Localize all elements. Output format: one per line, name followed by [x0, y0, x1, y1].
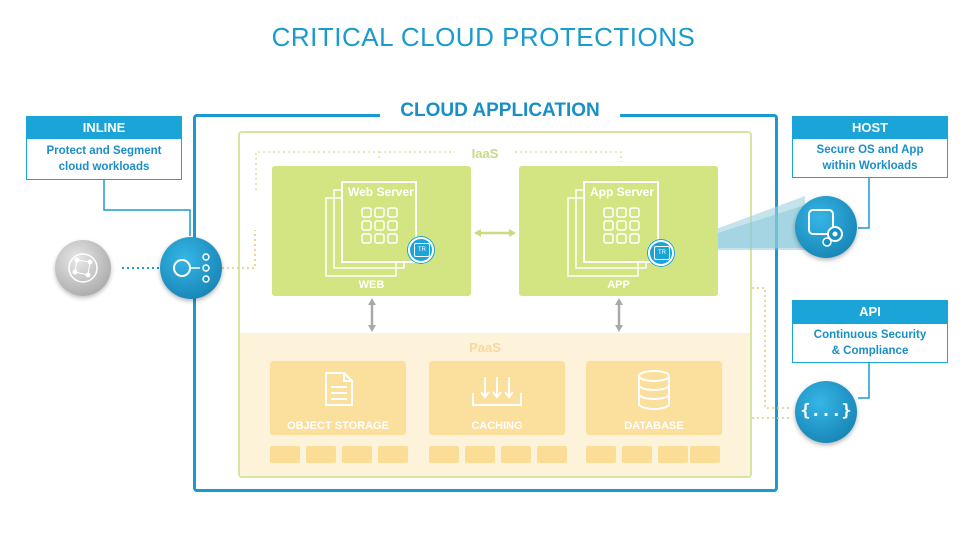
app-server-stack-icon [567, 181, 659, 277]
paas-slot [537, 446, 567, 463]
inline-security-node[interactable] [160, 237, 222, 299]
database-box[interactable]: DATABASE [586, 361, 722, 435]
cloud-application-title: CLOUD APPLICATION [380, 100, 620, 122]
network-segment-icon [173, 253, 210, 283]
api-callout-line1: Continuous Security [813, 329, 927, 341]
app-server-name: App Server [590, 185, 655, 199]
agent-badge-label: TR [654, 246, 670, 260]
paas-slot [622, 446, 652, 463]
inline-callout-body: Protect and Segment cloud workloads [26, 139, 182, 180]
database-label: DATABASE [624, 420, 684, 432]
paas-slot [270, 446, 300, 463]
agent-badge-label: TR [414, 243, 430, 257]
paas-slot [429, 446, 459, 463]
paas-slot [378, 446, 408, 463]
iaas-frame [238, 131, 752, 478]
app-agent-badge[interactable]: TR [648, 240, 674, 266]
app-label: APP [607, 279, 630, 291]
host-security-node[interactable] [795, 196, 857, 258]
api-callout-heading: API [792, 300, 948, 324]
network-globe-icon [68, 253, 98, 283]
object-storage-box[interactable]: OBJECT STORAGE [270, 361, 406, 435]
internet-node[interactable] [55, 240, 111, 296]
web-server-box[interactable]: Web Server WEB [272, 166, 471, 296]
host-callout-line1: Secure OS and App [816, 144, 924, 156]
api-node[interactable]: {...} [795, 381, 857, 443]
host-callout-heading: HOST [792, 116, 948, 139]
host-callout-line2: within Workloads [822, 160, 918, 172]
paas-slot [306, 446, 336, 463]
database-icon [638, 370, 670, 410]
caching-box[interactable]: CACHING [429, 361, 565, 435]
web-paas-arrow [368, 298, 376, 332]
caching-label: CACHING [471, 420, 523, 432]
paas-slot [586, 446, 616, 463]
web-label: WEB [358, 279, 385, 291]
web-app-arrow [474, 229, 516, 237]
web-server-stack-icon [325, 181, 417, 277]
paas-slot [690, 446, 720, 463]
host-gear-icon [808, 209, 843, 247]
iaas-label: IaaS [460, 146, 510, 161]
object-storage-label: OBJECT STORAGE [287, 420, 389, 432]
paas-slot [465, 446, 495, 463]
api-callout-line2: & Compliance [831, 345, 909, 357]
web-server-name: Web Server [348, 185, 414, 199]
app-server-box[interactable]: App Server APP [519, 166, 718, 296]
paas-label: PaaS [469, 340, 501, 355]
paas-slot [658, 446, 688, 463]
document-icon [325, 372, 353, 406]
app-paas-arrow [615, 298, 623, 332]
download-tray-icon [472, 377, 522, 406]
api-callout-body: Continuous Security & Compliance [792, 324, 948, 363]
paas-slot [501, 446, 531, 463]
inline-callout-line2: cloud workloads [58, 161, 150, 173]
inline-callout-heading: INLINE [26, 116, 182, 139]
inline-callout-line1: Protect and Segment [46, 145, 162, 157]
host-callout-body: Secure OS and App within Workloads [792, 139, 948, 178]
paas-slot [342, 446, 372, 463]
page-title: CRITICAL CLOUD PROTECTIONS [271, 22, 696, 52]
web-agent-badge[interactable]: TR [408, 237, 434, 263]
api-braces-icon: {...} [800, 401, 852, 421]
